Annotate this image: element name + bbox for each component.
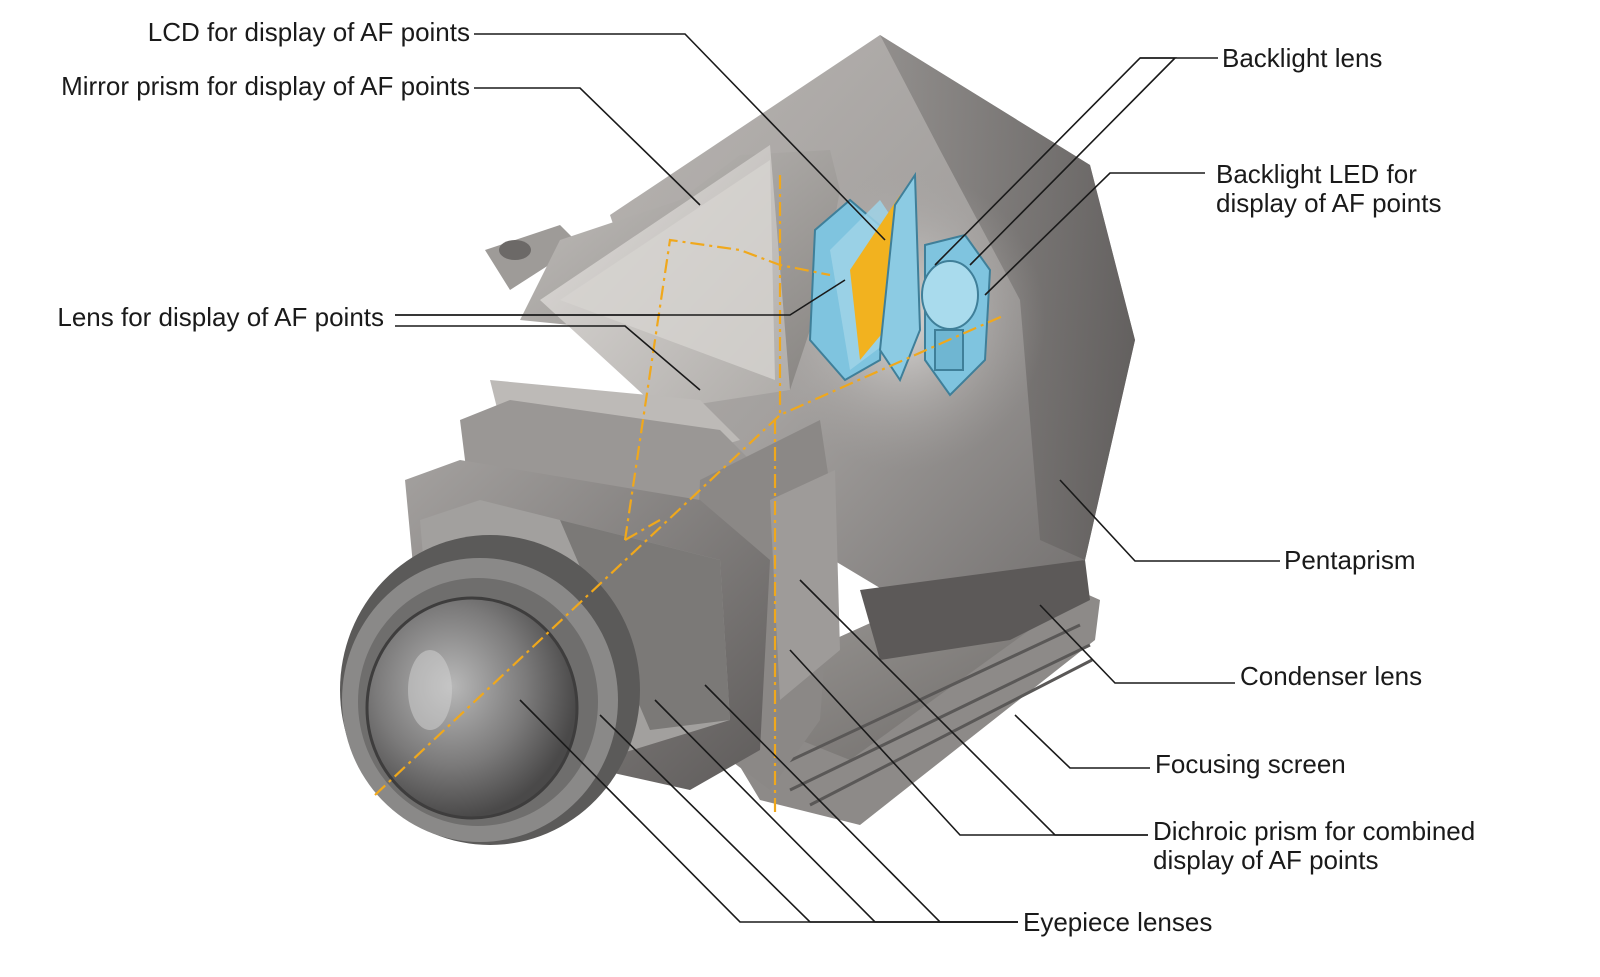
label-dichroic-line1: Dichroic prism for combined xyxy=(1153,816,1476,846)
leader-dichroic-2 xyxy=(799,579,1148,836)
leader-eyepiece-4 xyxy=(704,684,1018,923)
label-lcd: LCD for display of AF points xyxy=(147,17,470,47)
label-eyepiece-lenses: Eyepiece lenses xyxy=(1023,907,1213,937)
leader-lcd xyxy=(474,33,886,241)
label-pentaprism: Pentaprism xyxy=(1284,545,1416,575)
leader-backlight-lens-2 xyxy=(969,57,1177,266)
backlight-components xyxy=(808,171,992,397)
label-dichroic-prism: Dichroic prism for combined display of A… xyxy=(1153,817,1475,875)
label-backlight-lens: Backlight lens xyxy=(1222,43,1383,73)
label-focusing-screen: Focusing screen xyxy=(1155,749,1346,779)
label-lens-af: Lens for display of AF points xyxy=(57,302,384,332)
label-backlight-led-line1: Backlight LED for xyxy=(1216,159,1417,189)
leader-condenser xyxy=(1039,604,1235,684)
leader-lens-af-3 xyxy=(395,279,846,316)
leader-backlight-led xyxy=(984,172,1205,296)
label-mirror-prism: Mirror prism for display of AF points xyxy=(61,71,470,101)
label-dichroic-line2: display of AF points xyxy=(1153,845,1379,875)
label-backlight-led-line2: display of AF points xyxy=(1216,188,1442,218)
leader-mirror-prism xyxy=(474,87,701,206)
leader-lens-af-2 xyxy=(395,325,701,391)
leader-lines xyxy=(395,33,1280,923)
leader-pentaprism xyxy=(1059,479,1280,562)
af-assembly-body xyxy=(460,145,840,560)
optical-path xyxy=(374,175,1006,812)
leader-focusing-screen xyxy=(1014,714,1150,769)
label-condenser-lens: Condenser lens xyxy=(1240,661,1423,691)
eyepiece-lens xyxy=(340,535,640,845)
label-backlight-led: Backlight LED for display of AF points xyxy=(1216,160,1441,218)
